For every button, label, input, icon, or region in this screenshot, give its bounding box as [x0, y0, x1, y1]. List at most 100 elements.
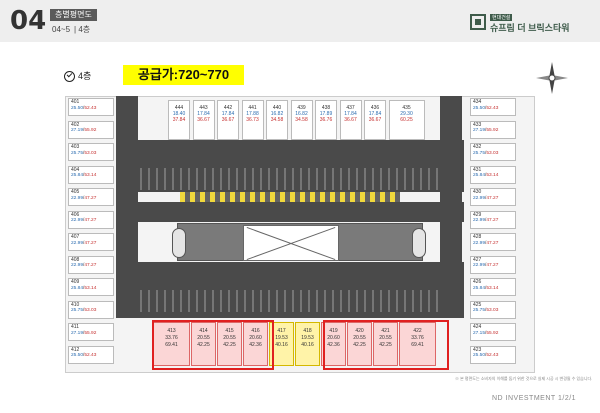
unit-area-supply: 42.25	[223, 342, 236, 348]
unit-area-supply: 34.58	[270, 117, 284, 123]
unit-area-exclusive: 17.84	[197, 111, 210, 117]
unit-area-supply: 53.14	[486, 173, 499, 178]
unit-area-supply: 55.92	[486, 128, 499, 133]
unit-area-supply: 36.67	[197, 117, 210, 123]
unit-number: 420	[355, 328, 364, 334]
unit-area-supply: 42.25	[379, 342, 392, 348]
footer-note: ※ 본 평면도는 소비자의 이해를 돕기 위한 것으로 실제 시공 시 변경될 …	[455, 376, 593, 381]
floor-range: 04~5	[52, 25, 71, 34]
area-separator: /	[83, 285, 85, 291]
area-separator: /	[485, 353, 487, 358]
logo-text: 슈프림 더 브릭스타워	[490, 23, 570, 33]
middle-driveway	[116, 202, 464, 222]
unit-area-supply: 40.16	[301, 342, 314, 348]
unit-area-supply: 47.27	[84, 195, 97, 201]
unit-area-exclusive: 25.50	[71, 353, 84, 358]
unit-number: 437	[346, 105, 355, 111]
unit-number: 435	[402, 105, 411, 111]
unit-area-exclusive: 25.50	[473, 105, 486, 111]
unit-number: 401	[71, 99, 80, 105]
unit-area-exclusive: 33.76	[411, 335, 424, 341]
unit-area-supply: 47.27	[486, 218, 499, 223]
unit-area-supply: 47.27	[486, 240, 499, 246]
unit-area-supply: 47.27	[486, 195, 499, 201]
unit-area-exclusive: 20.55	[223, 335, 236, 341]
unit-area-supply: 36.67	[344, 117, 357, 123]
unit-number: 402	[71, 121, 80, 128]
unit-number: 430	[473, 189, 482, 195]
area-separator: /	[485, 173, 487, 178]
unit-area-supply: 53.03	[84, 308, 97, 313]
unit-area-supply: 69.41	[411, 342, 424, 348]
unit-area-supply: 37.84	[172, 117, 186, 123]
unit-number: 428	[473, 234, 482, 240]
ramp-stripe	[180, 192, 400, 202]
unit-number: 429	[473, 211, 482, 218]
unit-area-exclusive: 27.19	[473, 128, 486, 133]
unit-number: 439	[297, 105, 306, 111]
unit-number: 411	[71, 324, 79, 330]
unit-area-supply: 36.76	[319, 117, 333, 123]
unit-area-supply: 52.43	[84, 105, 97, 111]
unit-area-exclusive: 17.84	[221, 111, 235, 117]
logo-mark-icon	[470, 14, 486, 30]
area-separator: /	[485, 128, 487, 133]
unit-area-exclusive: 20.55	[353, 335, 366, 341]
floor-label: 4층	[64, 69, 91, 83]
unit-number: 408	[71, 256, 80, 263]
unit-number: 423	[473, 346, 482, 353]
unit-area-exclusive: 22.99	[71, 218, 84, 223]
unit-number: 404	[71, 166, 80, 173]
area-separator: /	[83, 150, 85, 156]
price-badge: 공급가:720~770	[123, 65, 244, 85]
compass-rose-icon	[536, 62, 568, 94]
unit-number: 434	[473, 99, 482, 105]
unit-area-supply: 36.67	[368, 117, 382, 123]
unit-area-exclusive: 20.55	[379, 335, 392, 341]
unit-area-exclusive: 19.53	[275, 335, 288, 341]
unit-number: 417	[277, 328, 286, 334]
area-separator: /	[83, 263, 85, 268]
area-separator: /	[485, 285, 487, 291]
unit-area-supply: 47.27	[84, 218, 97, 223]
unit-area-exclusive: 19.53	[301, 335, 314, 341]
unit-area-exclusive: 25.50	[473, 353, 486, 358]
right-driveway	[440, 96, 462, 318]
elevator-shaft-right	[412, 228, 426, 258]
section-subtitle: 04~5| 4층	[52, 25, 91, 34]
unit-number: 442	[223, 105, 233, 111]
unit-area-exclusive: 25.75	[71, 150, 84, 156]
area-separator: /	[83, 330, 85, 336]
area-separator: /	[485, 150, 487, 156]
unit-area-exclusive: 22.99	[71, 195, 84, 201]
unit-area-supply: 53.14	[84, 173, 97, 178]
unit-number: 440	[272, 105, 282, 111]
area-separator: /	[485, 308, 487, 313]
highlight-outline-left	[152, 320, 274, 370]
unit-area-exclusive: 27.19	[71, 330, 84, 336]
unit-number: 421	[381, 328, 390, 334]
unit-area-exclusive: 25.84	[473, 173, 486, 178]
unit-area-supply: 47.27	[486, 263, 499, 268]
